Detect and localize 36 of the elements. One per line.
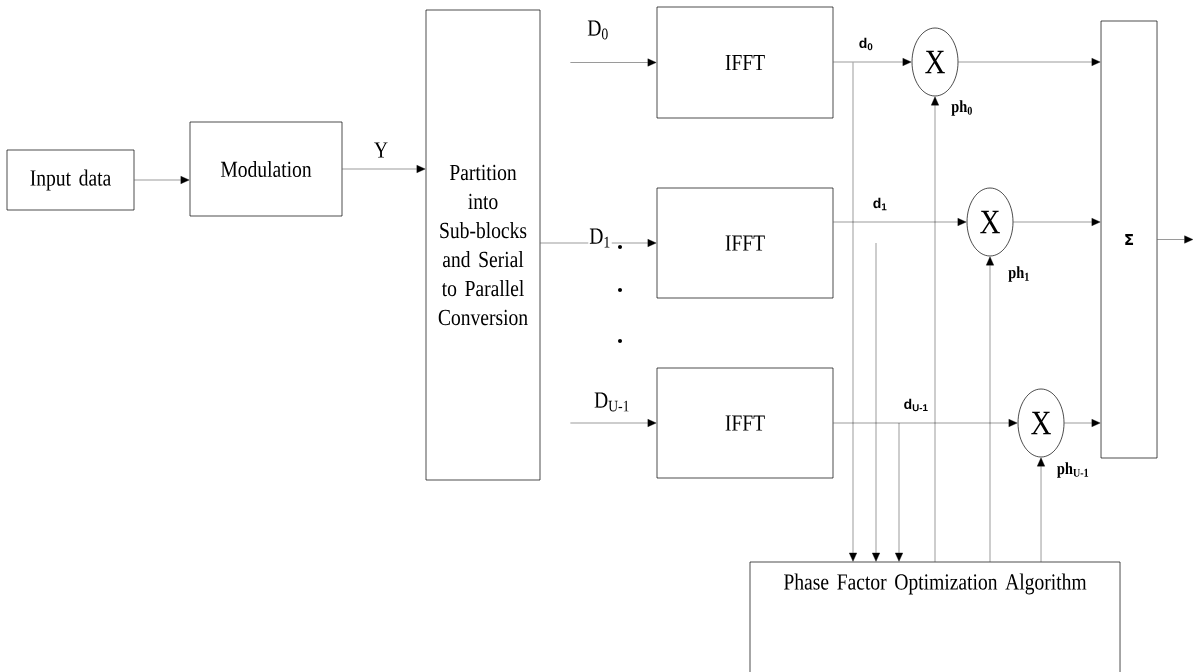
arrow [931,96,939,562]
process-box: Input data [6,149,135,211]
arrow [833,218,967,226]
process-box: Σ [1100,20,1158,459]
arrow [134,176,190,184]
process-box: Partition into Sub-blocks and Serial to Parallel Conversion [425,9,541,481]
edge-label: d$_{0}$ [857,36,875,52]
arrow [1013,218,1101,226]
arrow [342,165,426,173]
arrow [1064,419,1101,427]
edge-label: Y [372,141,390,159]
arrow [1157,235,1194,244]
edge-label: ph$_{0}$ [950,99,974,117]
arrow [540,239,657,247]
edge-label: D$_{0}$ [586,19,610,41]
edge-label: ph$_{1}$ [1007,265,1031,283]
process-box: IFFT [656,367,834,479]
process-box: Modulation [189,121,343,217]
edge-label: D$_{1}$ [588,227,612,249]
arrow [833,58,912,66]
edge-label: ph$_{U-1}$ [1055,461,1091,479]
arrow [1037,457,1045,562]
edge-label: d$_{U-1}$ [902,397,930,413]
process-box: IFFT [656,187,834,299]
arrow [895,422,903,562]
arrow [849,62,857,562]
process-box: IFFT [656,6,834,119]
arrow [833,419,1018,427]
arrow [570,419,657,427]
edge-label: d$_{1}$ [871,196,889,212]
arrow [872,242,880,562]
edge-label: D$_{U-1}$ [593,391,631,413]
arrow [986,256,994,562]
arrow [958,58,1101,66]
arrow [570,58,657,67]
process-box: Phase Factor Optimization Algorithm [749,561,1121,672]
